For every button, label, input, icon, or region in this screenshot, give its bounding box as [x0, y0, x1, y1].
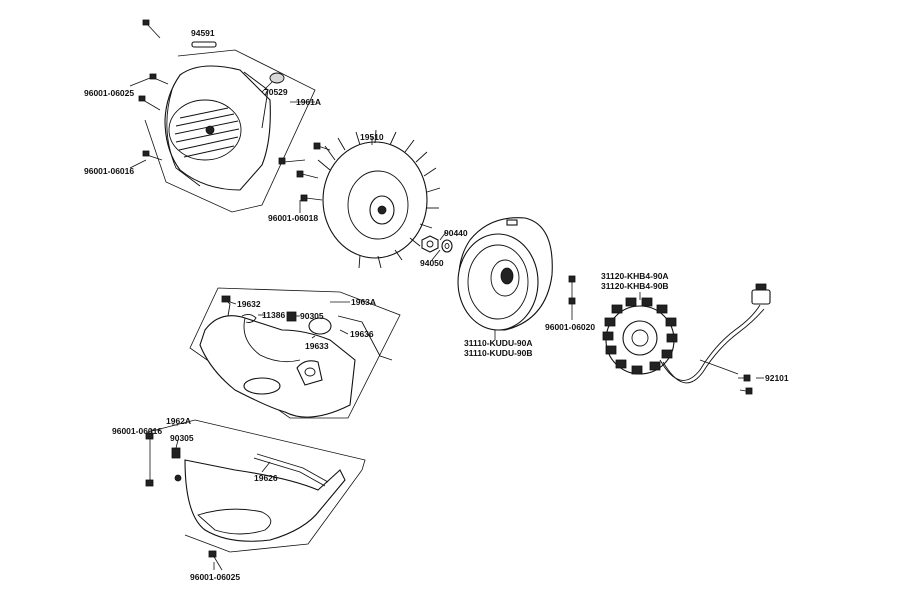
fan-cover-group: [138, 19, 316, 213]
leader-lines: [129, 77, 764, 570]
label-90440: 90440: [444, 228, 468, 238]
label-90305-bottom: 90305: [170, 433, 194, 443]
bolt-icon: [138, 19, 169, 161]
label-19510: 19510: [360, 132, 384, 142]
label-31110-b: 31110-KUDU-90B: [464, 348, 533, 358]
label-19633: 19633: [305, 341, 329, 351]
label-96001-06018: 96001-06018: [268, 213, 318, 223]
plug-70529: [269, 72, 285, 84]
fan-cover-grille: [168, 99, 242, 161]
engine-shroud-group: [189, 287, 401, 419]
lower-shroud-group: [145, 419, 366, 571]
label-11386: 11386: [262, 310, 285, 320]
label-31120-a: 31120-KHB4-90A: [601, 271, 669, 281]
stator-assembly: [568, 275, 771, 395]
flywheel-rotor: [457, 217, 553, 331]
label-1962A: 1962A: [166, 416, 191, 426]
part-labels: 94591 70529 1961A 96001-06025 96001-0601…: [84, 28, 789, 582]
label-96001-06020: 96001-06020: [545, 322, 595, 332]
label-92101: 92101: [765, 373, 789, 383]
label-90305-top: 90305: [300, 311, 324, 321]
label-96001-06016-top: 96001-06016: [84, 166, 134, 176]
label-19626: 19626: [254, 473, 278, 483]
label-1961A: 1961A: [296, 97, 321, 107]
label-96001-06025-bottom: 96001-06025: [190, 572, 240, 582]
washer-94050: [441, 239, 453, 253]
label-31110-a: 31110-KUDU-90A: [464, 338, 533, 348]
label-96001-06025-top: 96001-06025: [84, 88, 134, 98]
clip-94591: [191, 41, 217, 48]
connector-icon: [751, 289, 771, 305]
label-19636: 19636: [350, 329, 374, 339]
label-70529: 70529: [264, 87, 288, 97]
label-94591: 94591: [191, 28, 215, 38]
label-31120-b: 31120-KHB4-90B: [601, 281, 669, 291]
label-19632: 19632: [237, 299, 261, 309]
label-94050: 94050: [420, 258, 444, 268]
flywheel-fan: [278, 129, 441, 269]
label-96001-06016-bottom: 96001-06016: [112, 426, 162, 436]
fan-cover: [164, 65, 271, 191]
nut-90440: [421, 235, 439, 253]
label-1963A: 1963A: [351, 297, 376, 307]
